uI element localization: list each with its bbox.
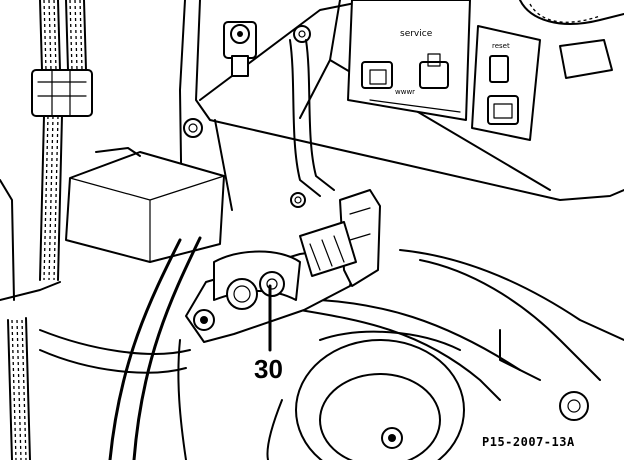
callout-label: 30 bbox=[254, 354, 283, 384]
figure-code: P15-2007-13A bbox=[482, 435, 575, 449]
service-window-text: wwwr bbox=[395, 88, 415, 96]
callout-30: 30 bbox=[254, 284, 283, 384]
braided-cable-left bbox=[0, 0, 93, 460]
terminal-post bbox=[223, 21, 335, 197]
relay-module bbox=[65, 147, 225, 263]
reset-panel-text: reset bbox=[492, 42, 510, 50]
reset-indicator-panel: reset bbox=[471, 25, 541, 141]
service-panel-text: service bbox=[400, 29, 433, 39]
coil-spring bbox=[519, 0, 624, 79]
round-pump-housing bbox=[177, 330, 589, 460]
service-indicator-panel: service wwwr bbox=[347, 0, 471, 121]
